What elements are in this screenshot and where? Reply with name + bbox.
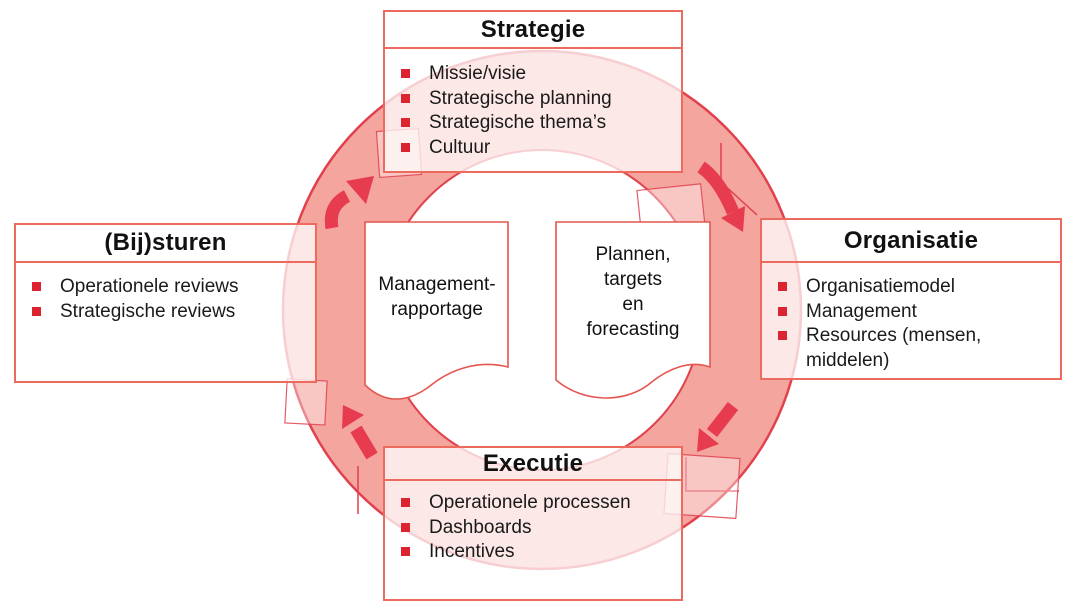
- arrow-shaft: [324, 190, 351, 230]
- bullet-square-icon: [401, 69, 410, 78]
- bijsturen-title: (Bij)sturen: [16, 225, 315, 263]
- executie-list: Operationele processen Dashboards Incent…: [385, 481, 681, 565]
- strategie-title: Strategie: [385, 12, 681, 49]
- list-item: Dashboards: [401, 516, 675, 541]
- document-line: targets: [603, 269, 663, 290]
- bullet-square-icon: [401, 498, 410, 507]
- document-line: Plannen,: [595, 244, 671, 265]
- document-line: forecasting: [586, 319, 680, 340]
- organisatie-list: Organisatiemodel Management Resources (m…: [762, 263, 1060, 373]
- list-item: Cultuur: [401, 136, 675, 161]
- executie-box: Executie Operationele processen Dashboar…: [383, 446, 683, 601]
- bullet-square-icon: [32, 306, 41, 316]
- connector-line-bottom-right: [685, 457, 739, 492]
- management-rapportage-label: Management- rapportage: [367, 272, 507, 322]
- arrow-organisatie-to-executie: [697, 402, 739, 452]
- arrow-bijsturen-to-strategie: [324, 176, 374, 230]
- document-line: Management-: [378, 274, 496, 295]
- bullet-square-icon: [778, 282, 787, 291]
- list-item: Operationele processen: [401, 491, 675, 516]
- document-line: en: [622, 294, 644, 315]
- list-item: Missie/visie: [401, 62, 675, 87]
- list-item: Operationele reviews: [32, 275, 309, 300]
- list-item: Resources (mensen, middelen): [778, 324, 1034, 373]
- corner-square-bottom-left: [284, 378, 328, 426]
- arrow-head-icon: [721, 206, 745, 232]
- bullet-square-icon: [401, 142, 410, 152]
- organisatie-title: Organisatie: [762, 220, 1060, 263]
- bullet-square-icon: [778, 306, 787, 316]
- executie-title: Executie: [385, 448, 681, 481]
- arrow-shaft: [350, 425, 378, 460]
- arrow-head-icon: [342, 405, 364, 429]
- document-shape-management-rapportage: [364, 221, 509, 400]
- list-item: Strategische reviews: [32, 300, 309, 325]
- list-item: Strategische thema’s: [401, 111, 675, 136]
- bullet-square-icon: [401, 118, 410, 127]
- bullet-square-icon: [401, 522, 410, 532]
- bullet-square-icon: [32, 282, 41, 291]
- list-item: Strategische planning: [401, 87, 675, 112]
- plannen-targets-label: Plannen, targets en forecasting: [558, 242, 708, 342]
- arrow-head-icon: [346, 176, 374, 204]
- document-shape-plannen-targets: [555, 221, 711, 399]
- list-item: Organisatiemodel: [778, 275, 1034, 300]
- arrow-shaft: [706, 402, 739, 437]
- bullet-square-icon: [778, 331, 787, 340]
- list-item: Incentives: [401, 540, 675, 565]
- strategie-list: Missie/visie Strategische planning Strat…: [385, 49, 681, 160]
- document-line: rapportage: [391, 299, 483, 320]
- bullet-square-icon: [401, 93, 410, 103]
- list-item: Management: [778, 300, 1034, 325]
- bullet-square-icon: [401, 547, 410, 556]
- strategie-box: Strategie Missie/visie Strategische plan…: [383, 10, 683, 173]
- arrow-executie-to-bijsturen: [342, 405, 378, 460]
- arrow-head-icon: [697, 428, 719, 452]
- arrow-strategie-to-organisatie: [697, 161, 745, 232]
- arrow-shaft: [697, 161, 739, 215]
- bijsturen-list: Operationele reviews Strategische review…: [16, 263, 315, 324]
- organisatie-box: Organisatie Organisatiemodel Management …: [760, 218, 1062, 380]
- bijsturen-box: (Bij)sturen Operationele reviews Strateg…: [14, 223, 317, 383]
